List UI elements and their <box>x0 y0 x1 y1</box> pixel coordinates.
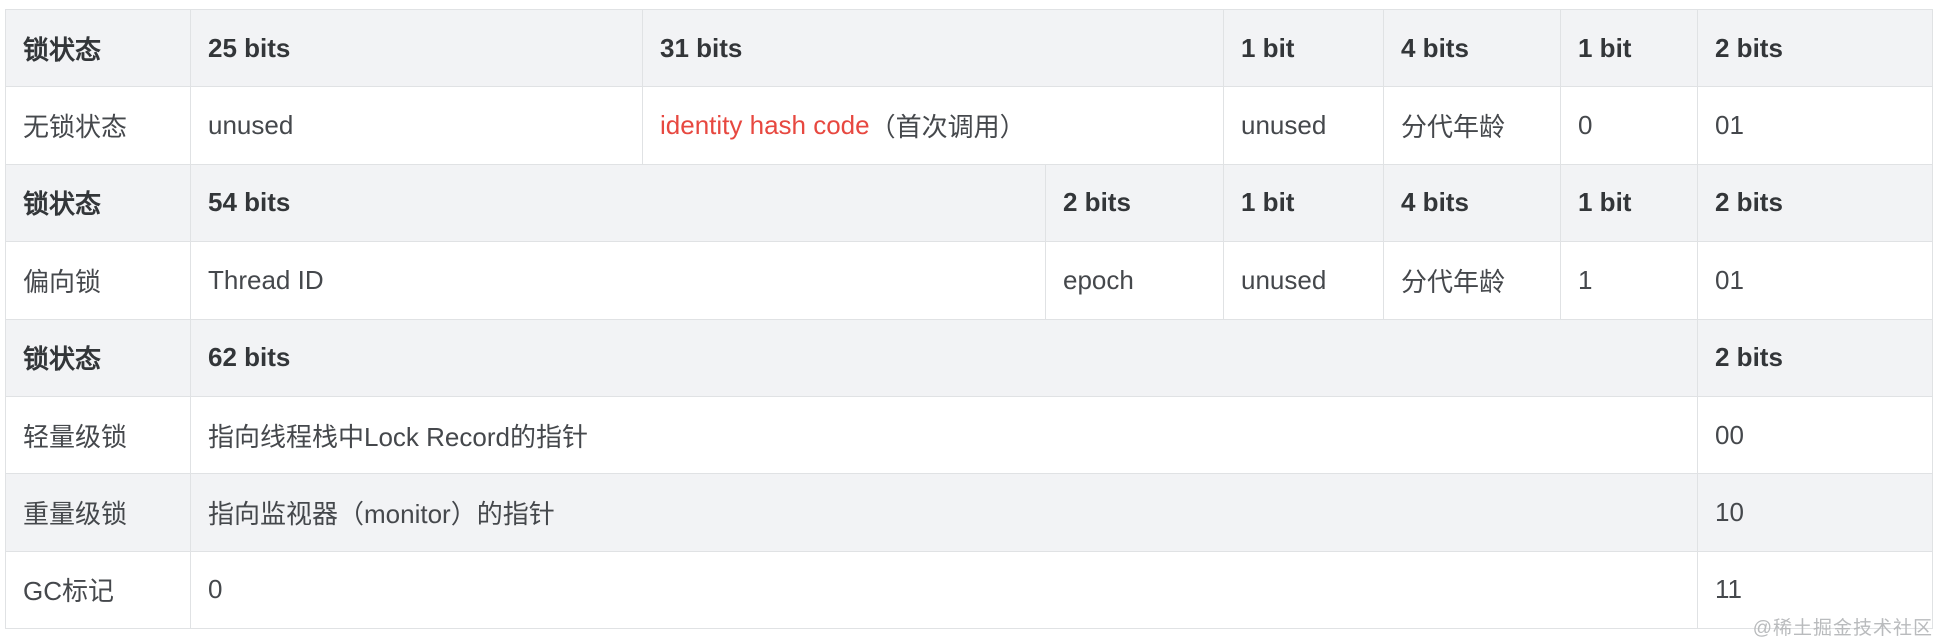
lock-state-header-cell: 锁状态 <box>6 164 191 242</box>
value-cell: 分代年龄 <box>1384 242 1561 319</box>
value-cell: 00 <box>1715 419 1744 450</box>
value-cell: 01 <box>1715 110 1744 141</box>
bits-header-cell: 1 bit <box>1224 10 1384 87</box>
bits-header-cell: 4 bits <box>1384 164 1561 242</box>
bits-header-cell: 31 bits <box>643 10 1224 87</box>
bits-header-cell: 2 bits <box>1715 342 1783 373</box>
row-label-cell: 偏向锁 <box>6 242 191 319</box>
bits-header-cell: 4 bits <box>1384 10 1561 87</box>
bits-header-cell: 2 bits <box>1715 32 1783 63</box>
accent-text: identity hash code <box>660 110 870 141</box>
value-cell: 11 <box>1715 574 1742 605</box>
bits-header-cell: 2 bits <box>1715 187 1783 218</box>
value-cell: Thread ID <box>191 242 1046 319</box>
bits-header-cell: 54 bits <box>191 164 1046 242</box>
bits-header-cell: 1 bit <box>1561 164 1698 242</box>
lock-state-header-cell: 锁状态 <box>6 319 191 396</box>
value-cell: identity hash code（首次调用） <box>643 87 1224 164</box>
value-cell: unused <box>1224 242 1384 319</box>
value-cell: 0 <box>1561 87 1698 164</box>
row-label-cell: 轻量级锁 <box>6 396 191 474</box>
value-cell: 分代年龄 <box>1384 87 1561 164</box>
row-label-cell: 重量级锁 <box>6 474 191 551</box>
plain-text: （首次调用） <box>869 112 1026 143</box>
value-cell: epoch <box>1046 242 1224 319</box>
value-cell: 指向监视器（monitor）的指针 <box>191 474 1698 551</box>
bits-header-cell: 1 bit <box>1224 164 1384 242</box>
value-cell: 01 <box>1715 264 1744 295</box>
table-row: 重量级锁指向监视器（monitor）的指针 10 <box>6 474 1932 552</box>
bits-header-cell: 62 bits <box>191 319 1698 396</box>
value-cell: 10 <box>1715 496 1744 527</box>
lock-state-header-cell: 锁状态 <box>6 10 191 87</box>
value-cell: 指向线程栈中Lock Record的指针 <box>191 396 1698 474</box>
row-label-cell: GC标记 <box>6 551 191 628</box>
value-cell: 1 <box>1561 242 1698 319</box>
bits-header-cell: 2 bits <box>1046 164 1224 242</box>
row-label-cell: 无锁状态 <box>6 87 191 164</box>
table-row: 轻量级锁指向线程栈中Lock Record的指针 00 <box>6 396 1932 475</box>
value-cell: unused <box>191 87 643 164</box>
value-cell: unused <box>1224 87 1384 164</box>
watermark: @稀土掘金技术社区 <box>1752 618 1933 639</box>
value-cell: 0 <box>191 551 1698 628</box>
bits-header-cell: 1 bit <box>1561 10 1698 87</box>
bits-header-cell: 25 bits <box>191 10 643 87</box>
